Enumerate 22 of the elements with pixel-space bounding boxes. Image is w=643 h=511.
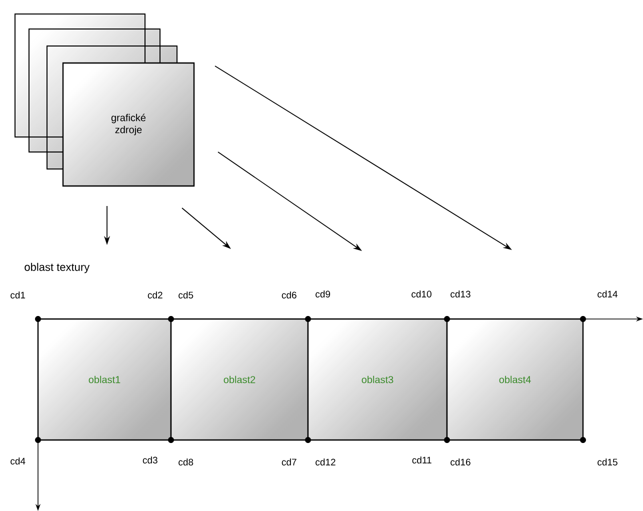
corner-label: cd8 — [178, 458, 194, 466]
corner-label: cd6 — [282, 292, 296, 298]
corner-label: cd10 — [412, 290, 432, 298]
corner-label: cd11 — [412, 456, 432, 464]
corner-label: cd16 — [450, 458, 470, 466]
texture-region: oblast3 — [307, 318, 448, 441]
corner-label: cd9 — [316, 290, 330, 298]
corner-label: cd14 — [598, 290, 618, 298]
corner-label: cd12 — [316, 458, 336, 466]
corner-label: cd1 — [10, 292, 26, 298]
corner-label: cd7 — [282, 458, 296, 466]
corner-label: cd5 — [178, 292, 194, 298]
corner-label: cd4 — [10, 458, 26, 464]
texture-region: oblast1 — [37, 318, 172, 441]
area-label: oblast textury — [24, 262, 90, 274]
corner-label: cd13 — [450, 290, 470, 298]
corner-label: cd3 — [142, 456, 158, 464]
card: grafické zdroje — [62, 62, 195, 187]
corner-label: cd2 — [148, 292, 162, 298]
corner-label: cd15 — [598, 458, 618, 466]
texture-region: oblast4 — [446, 318, 584, 441]
texture-region: oblast2 — [170, 318, 309, 441]
